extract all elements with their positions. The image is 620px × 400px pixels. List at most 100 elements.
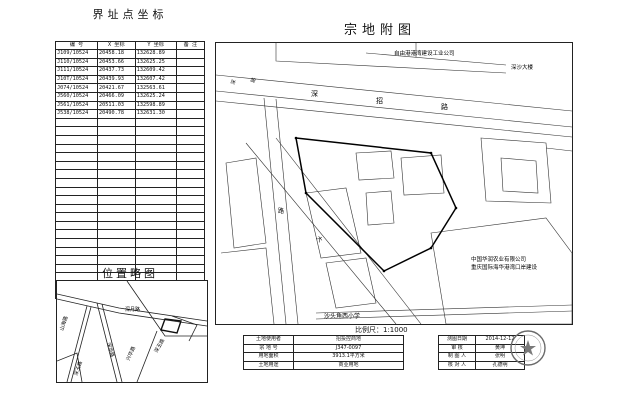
loc-label-road-f: 深玉路 [153,337,167,354]
coord-row [55,177,206,188]
south-road-edge [315,304,572,314]
sig-row: 核 对 人 孔德明 [438,360,525,370]
loc-road-line [56,293,208,322]
coord-row [55,229,206,240]
coord-x [96,160,136,171]
coord-id [55,255,98,265]
coord-x [96,177,136,188]
coord-id [55,160,98,171]
coord-y: 132598.89 [134,100,177,111]
loc-parcel-marker [160,318,182,334]
block [355,150,395,181]
coord-row [55,126,206,136]
coord-table-title: 界址点坐标 [92,8,168,21]
block [220,247,275,324]
coord-y [134,143,177,154]
coord-row [55,246,206,257]
info-key: 宗 地 号 [243,343,294,353]
coord-y: 132607.42 [134,74,177,85]
coord-row [55,143,206,154]
map-scale: 比例尺：1:1000 [355,326,408,334]
coord-y [134,195,177,205]
coord-y [134,255,177,265]
loc-road-line [101,303,123,383]
coord-id [55,195,98,205]
info-key: 用地面积 [243,352,294,362]
coord-row [55,117,206,128]
sig-value: 孔德明 [475,360,525,370]
west-road-edge [275,98,299,324]
coord-id: J10T/10524 [55,74,98,85]
location-map: 深月路 山海路 深华路 深玉路 兴华路 深玉路 [56,280,208,383]
parcel-map-title: 宗地附图 [343,23,416,38]
sig-key: 核 对 人 [438,360,476,370]
east-building [545,147,572,152]
coord-x: 20439.93 [96,74,136,85]
coord-x [96,203,136,214]
coord-x [96,238,136,248]
coord-note [175,49,206,59]
coord-note [175,220,206,231]
sig-key: 测图日期 [438,335,476,345]
boundary-point [382,269,386,273]
coord-id [55,117,98,128]
coord-y [134,220,177,231]
boundary-point [294,136,298,140]
header-note: 备 注 [175,41,206,50]
coord-id [55,212,98,222]
loc-road-line [70,306,92,383]
coord-note [175,160,206,171]
coord-x [96,195,136,205]
coord-y [134,203,177,214]
coord-row [55,160,206,171]
block [400,154,445,196]
info-value: 招投控商地 [293,335,404,345]
coord-y [134,177,177,188]
coord-x [96,117,136,128]
official-seal [510,330,546,366]
location-map-drawing: 深月路 山海路 深华路 深玉路 兴华路 深玉路 [56,280,208,383]
coord-row [55,255,206,265]
coord-id: J560/10524 [55,91,98,102]
label-road-main-3: 路 [441,102,448,111]
east-building [500,157,539,194]
diag-road-edge [245,142,397,324]
info-value: 3913.1平方米 [293,352,404,362]
coord-x: 20466.09 [96,91,136,102]
coord-y: 132628.89 [134,49,177,59]
coord-note [175,212,206,222]
block [325,257,377,309]
info-value: J347-0097 [293,343,404,353]
label-company-se-2: 重庆国际海华港湾口岸建设 [471,263,538,271]
coord-note [175,255,206,265]
coord-note [175,152,206,162]
coord-x: 20490.78 [96,109,136,119]
coord-row [55,186,206,197]
diag-road-edge [275,137,422,324]
coord-row [55,152,206,162]
coord-x: 20421.67 [96,83,136,93]
coord-note [175,134,206,145]
coord-x: 20453.66 [96,57,136,68]
coord-note [175,74,206,85]
coord-note [175,246,206,257]
coord-y [134,160,177,171]
loc-label-road-d: 深玉路 [72,360,84,377]
main-road-edge [216,100,572,138]
coord-id [55,229,98,240]
coord-row [55,238,206,248]
coord-x: 20458.18 [96,49,136,59]
coord-note [175,263,206,274]
header-x: X 坐标 [96,41,136,50]
info-key: 土地使用者 [243,335,294,345]
coord-id [55,220,98,231]
coord-y [134,152,177,162]
coord-x: 20511.03 [96,100,136,111]
info-value: 商业用地 [293,360,404,370]
